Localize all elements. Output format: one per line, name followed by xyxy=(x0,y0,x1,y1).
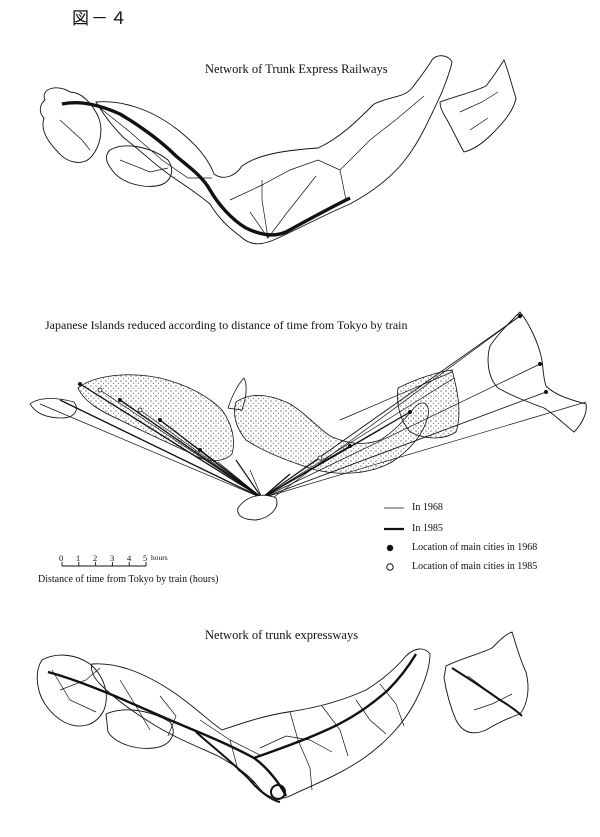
honshu-outline xyxy=(95,55,453,245)
distorted-hokkaido-outline xyxy=(487,311,587,433)
expressway-cross-line xyxy=(195,731,281,803)
scale-tick-4: 4 xyxy=(127,553,132,563)
legend-label-1985-cities: Location of main cities in 1985 xyxy=(412,561,538,572)
tokyo-ring-road xyxy=(270,784,286,800)
open-dot-icon xyxy=(386,563,394,571)
legend-label-1968-cities: Location of main cities in 1968 xyxy=(412,542,538,553)
legend-label-1968-line: In 1968 xyxy=(412,502,443,513)
scale-tick-1: 1 xyxy=(76,553,81,563)
distorted-peninsula-outline xyxy=(227,377,247,411)
filled-dot-icon xyxy=(386,544,394,552)
legend-label-1985-line: In 1985 xyxy=(412,523,443,534)
railways-map xyxy=(39,55,517,245)
shikoku-outline xyxy=(105,709,174,749)
hokkaido-outline xyxy=(439,59,517,153)
hokkaido-outline xyxy=(443,631,529,734)
tokyo-hub xyxy=(237,494,278,521)
expressway-north-line xyxy=(253,653,418,760)
scale-tick-5: 5 xyxy=(143,553,148,563)
figure-label: 図－４ xyxy=(72,9,129,29)
scale-tick-0: 0 xyxy=(59,553,64,563)
scale-unit: hours xyxy=(151,553,168,562)
expressway-main-line xyxy=(47,670,288,797)
radial-time-lines xyxy=(39,315,587,501)
city-markers xyxy=(78,313,548,461)
scale-tick-3: 3 xyxy=(110,553,115,563)
expressway-hokkaido-line xyxy=(451,667,523,717)
shikoku-outline xyxy=(105,145,172,187)
expressways-map-title: Network of trunk expressways xyxy=(205,628,359,642)
kyushu-outline xyxy=(39,87,102,163)
trunk-express-line xyxy=(61,101,351,237)
time-distance-map xyxy=(29,311,587,521)
time-scale-bar xyxy=(61,562,147,567)
railways-map-title: Network of Trunk Express Railways xyxy=(205,62,388,76)
kyushu-outline xyxy=(36,654,107,727)
distorted-west-landmass xyxy=(77,374,234,461)
honshu-outline xyxy=(91,648,431,799)
distorted-kyushu-outline xyxy=(29,398,77,419)
scale-caption: Distance of time from Tokyo by train (ho… xyxy=(38,574,219,585)
scale-tick-2: 2 xyxy=(93,553,98,563)
expressways-map xyxy=(36,631,529,803)
time-distance-map-title: Japanese Islands reduced according to di… xyxy=(45,318,408,332)
legend-symbols xyxy=(384,507,404,571)
